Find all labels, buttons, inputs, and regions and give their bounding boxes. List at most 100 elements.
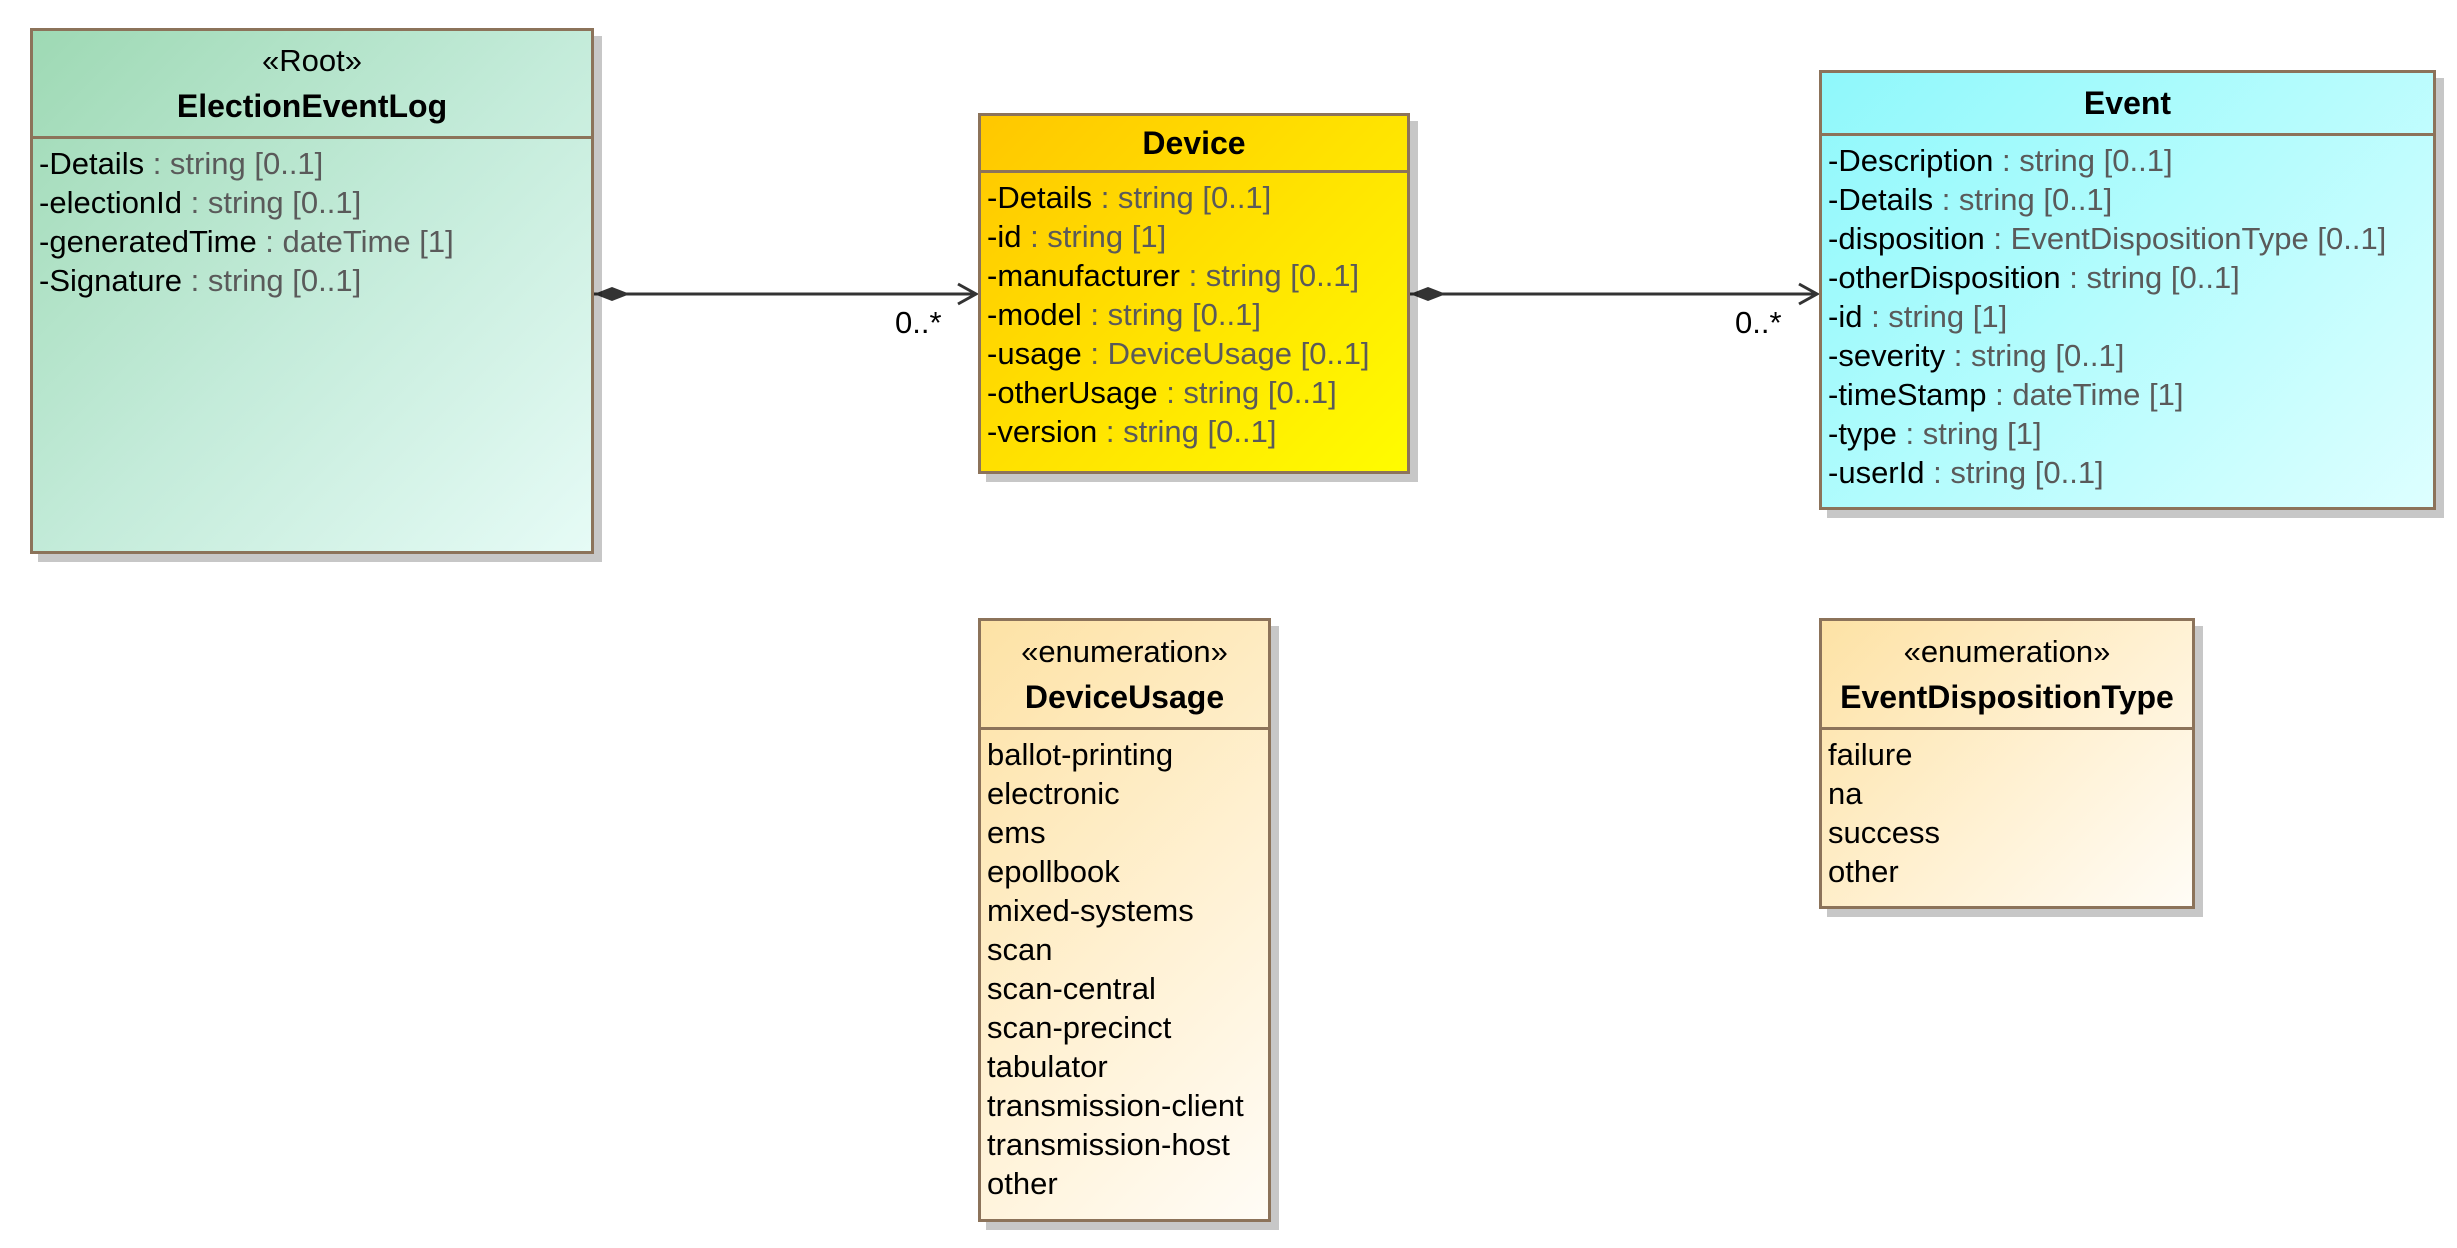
attribute-list: -Details : string [0..1] -electionId : s…	[33, 139, 591, 300]
attribute-name: -Details	[987, 180, 1093, 215]
attribute-row: -model : string [0..1]	[987, 295, 1407, 334]
root-device-association	[594, 282, 980, 306]
attribute-row: -version : string [0..1]	[987, 412, 1407, 451]
enum-literal: epollbook	[987, 854, 1120, 889]
enum-literal: electronic	[987, 776, 1120, 811]
class-header: «Root» ElectionEventLog	[33, 31, 591, 139]
attribute-type: : string [0..1]	[182, 185, 362, 220]
attribute-type: : DeviceUsage [0..1]	[1081, 336, 1370, 371]
class-header: Device	[981, 116, 1407, 173]
attribute-name: -type	[1828, 416, 1897, 451]
election-event-log-class[interactable]: «Root» ElectionEventLog -Details : strin…	[30, 28, 594, 554]
enum-literal: ballot-printing	[987, 737, 1174, 772]
class-header: «enumeration» DeviceUsage	[981, 621, 1268, 730]
attribute-type: : EventDispositionType [0..1]	[1984, 221, 2387, 256]
attribute-list: -Description : string [0..1] -Details : …	[1822, 136, 2433, 492]
enum-literal: success	[1828, 815, 1940, 850]
attribute-row: -disposition : EventDispositionType [0..…	[1828, 219, 2433, 258]
attribute-row: -id : string [1]	[987, 217, 1407, 256]
attribute-row: -otherUsage : string [0..1]	[987, 373, 1407, 412]
attribute-type: : string [0..1]	[2060, 260, 2240, 295]
attribute-row: -severity : string [0..1]	[1828, 336, 2433, 375]
attribute-row: -timeStamp : dateTime [1]	[1828, 375, 2433, 414]
attribute-row: -otherDisposition : string [0..1]	[1828, 258, 2433, 297]
attribute-row: -manufacturer : string [0..1]	[987, 256, 1407, 295]
attribute-row: -usage : DeviceUsage [0..1]	[987, 334, 1407, 373]
class-name: Device	[1142, 125, 1246, 161]
attribute-name: -usage	[987, 336, 1082, 371]
class-name: EventDispositionType	[1840, 679, 2174, 715]
event-class[interactable]: Event -Description : string [0..1] -Deta…	[1819, 70, 2436, 510]
attribute-name: -disposition	[1828, 221, 1985, 256]
class-stereotype: «enumeration»	[1021, 634, 1228, 669]
class-header: Event	[1822, 73, 2433, 136]
class-stereotype: «Root»	[262, 43, 362, 78]
enum-literal: ems	[987, 815, 1046, 850]
attribute-row: -Signature : string [0..1]	[39, 261, 591, 300]
attribute-name: -manufacturer	[987, 258, 1180, 293]
attribute-type: : string [0..1]	[144, 146, 324, 181]
attribute-type: : string [0..1]	[182, 263, 362, 298]
attribute-name: -version	[987, 414, 1098, 449]
enum-literal: scan-precinct	[987, 1010, 1172, 1045]
attribute-type: : string [0..1]	[1945, 338, 2125, 373]
enum-literal: scan-central	[987, 971, 1156, 1006]
class-header: «enumeration» EventDispositionType	[1822, 621, 2192, 730]
attribute-type: : string [1]	[1896, 416, 2042, 451]
class-name: DeviceUsage	[1024, 679, 1225, 715]
attribute-row: -Details : string [0..1]	[987, 178, 1407, 217]
enum-literal: tabulator	[987, 1049, 1108, 1084]
device-event-multiplicity: 0..*	[1735, 305, 1782, 340]
class-name: ElectionEventLog	[176, 88, 448, 124]
attribute-name: -userId	[1828, 455, 1925, 490]
root-device-multiplicity: 0..*	[895, 305, 942, 340]
enum-literal: mixed-systems	[987, 893, 1194, 928]
device-usage-enumeration[interactable]: «enumeration» DeviceUsage ballot-printin…	[978, 618, 1271, 1222]
composition-diamond	[594, 287, 630, 301]
attribute-row: -Description : string [0..1]	[1828, 141, 2433, 180]
attribute-name: -electionId	[39, 185, 183, 220]
attribute-type: : string [1]	[1021, 219, 1167, 254]
attribute-type: : dateTime [1]	[256, 224, 454, 259]
enum-literal: transmission-host	[987, 1127, 1230, 1162]
class-name: Event	[2083, 85, 2172, 121]
attribute-type: : string [0..1]	[1179, 258, 1360, 293]
attribute-name: -model	[987, 297, 1082, 332]
attribute-list: -Details : string [0..1] -id : string [1…	[981, 173, 1407, 451]
enum-literal: na	[1828, 776, 1863, 811]
attribute-type: : string [0..1]	[1157, 375, 1337, 410]
attribute-row: -generatedTime : dateTime [1]	[39, 222, 591, 261]
attribute-type: : string [0..1]	[1933, 182, 2113, 217]
attribute-type: : dateTime [1]	[1986, 377, 2184, 412]
event-disposition-type-enumeration[interactable]: «enumeration» EventDispositionType failu…	[1819, 618, 2195, 909]
arrowhead	[1798, 282, 1821, 306]
attribute-type: : string [0..1]	[1924, 455, 2104, 490]
attribute-name: -severity	[1828, 338, 1946, 373]
device-event-association	[1410, 282, 1821, 306]
attribute-type: : string [0..1]	[1097, 414, 1277, 449]
device-class[interactable]: Device -Details : string [0..1] -id : st…	[978, 113, 1410, 474]
attribute-name: -generatedTime	[39, 224, 257, 259]
enum-literal: failure	[1828, 737, 1913, 772]
attribute-row: -userId : string [0..1]	[1828, 453, 2433, 492]
attribute-name: -Signature	[39, 263, 183, 298]
class-stereotype: «enumeration»	[1903, 634, 2111, 669]
enum-literal: scan	[987, 932, 1053, 967]
attribute-type: : string [0..1]	[1993, 143, 2173, 178]
arrowhead	[957, 282, 980, 306]
attribute-type: : string [0..1]	[1081, 297, 1261, 332]
attribute-row: -type : string [1]	[1828, 414, 2433, 453]
attribute-row: -electionId : string [0..1]	[39, 183, 591, 222]
attribute-name: -otherDisposition	[1828, 260, 2061, 295]
attribute-name: -id	[1828, 299, 1863, 334]
enum-literal: other	[1828, 854, 1899, 889]
attribute-name: -id	[987, 219, 1022, 254]
enum-literal: transmission-client	[987, 1088, 1244, 1123]
attribute-row: -Details : string [0..1]	[39, 144, 591, 183]
literal-list: ballot-printing electronic ems epollbook…	[981, 730, 1268, 1203]
attribute-name: -Description	[1828, 143, 1994, 178]
composition-diamond	[1410, 287, 1446, 301]
literal-list: failure na success other	[1822, 730, 2192, 891]
attribute-name: -Details	[1828, 182, 1934, 217]
